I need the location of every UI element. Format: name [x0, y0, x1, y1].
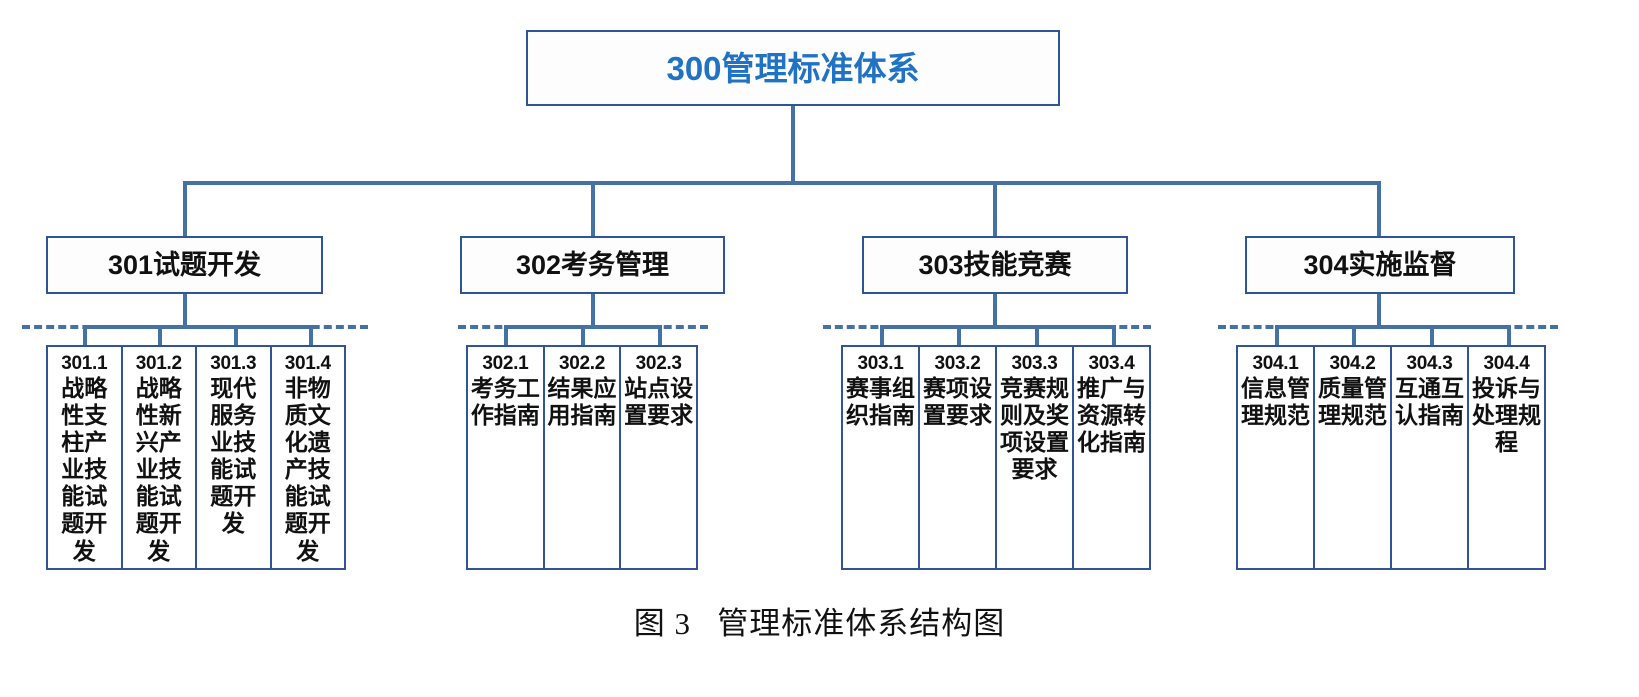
leaf-code-301-1: 301.1	[61, 353, 108, 374]
leaf-name-301-4: 非物质文化遗产技能试题开发	[284, 374, 331, 564]
branch-drop-connector-302	[591, 181, 595, 238]
leaf-code-303-2: 303.2	[934, 353, 981, 374]
leaf-node-303-1[interactable]: 303.1 赛事组织指南	[843, 347, 918, 568]
branch-node-301[interactable]: 301试题开发	[46, 236, 323, 294]
leaf-drop-connector-304-2	[1352, 325, 1356, 347]
leaf-node-301-1[interactable]: 301.1 战略性支柱产业技能试题开发	[48, 347, 121, 568]
branch-node-label-301: 301试题开发	[107, 249, 262, 280]
leaf-node-301-3[interactable]: 301.3 现代服务业技能试题开发	[195, 347, 270, 568]
leaf-drop-connector-303-3	[1035, 325, 1039, 347]
leaf-drop-connector-304-4	[1507, 325, 1511, 347]
leaf-name-301-3: 现代服务业技能试题开发	[210, 374, 257, 537]
leaf-name-302-3: 站点设置要求	[624, 374, 694, 428]
branch-node-label-302: 302考务管理	[515, 249, 670, 280]
root-node-label: 300管理标准体系	[666, 49, 920, 87]
leaf-drop-connector-304-3	[1430, 325, 1434, 347]
leaf-code-304-1: 304.1	[1252, 353, 1299, 374]
figure-caption-number: 图 3	[633, 606, 691, 641]
leaf-drop-connector-301-3	[234, 325, 238, 347]
leaf-drop-connector-303-1	[880, 325, 884, 347]
figure-caption-title: 管理标准体系结构图	[717, 606, 1006, 641]
leaf-group-302: 302.1 考务工作指南 302.2 结果应用指南 302.3 站点设置要求	[466, 345, 698, 570]
root-node-300[interactable]: 300管理标准体系	[526, 30, 1060, 106]
leaf-drop-connector-303-2	[957, 325, 961, 347]
leaf-bus-connector-301	[83, 325, 311, 329]
branch-node-label-303: 303技能竞赛	[918, 249, 1072, 280]
leaf-code-304-2: 304.2	[1329, 353, 1376, 374]
leaf-drop-connector-302-3	[658, 325, 662, 347]
leaf-code-301-2: 301.2	[135, 353, 182, 374]
leaf-name-303-4: 推广与资源转化指南	[1077, 374, 1146, 456]
leaf-name-304-2: 质量管理规范	[1318, 374, 1387, 428]
leaf-group-303: 303.1 赛事组织指南 303.2 赛项设置要求 303.3 竞赛规则及奖项设…	[841, 345, 1151, 570]
leaf-code-303-1: 303.1	[857, 353, 904, 374]
leaf-name-303-3: 竞赛规则及奖项设置要求	[1000, 374, 1069, 483]
leaf-node-302-1[interactable]: 302.1 考务工作指南	[468, 347, 543, 568]
leaf-name-304-1: 信息管理规范	[1241, 374, 1310, 428]
leaf-code-302-2: 302.2	[558, 353, 606, 374]
leaf-group-304: 304.1 信息管理规范 304.2 质量管理规范 304.3 互通互认指南 3…	[1236, 345, 1546, 570]
leaf-node-303-3[interactable]: 303.3 竞赛规则及奖项设置要求	[995, 347, 1072, 568]
child-stem-connector-302	[591, 294, 595, 327]
leaf-drop-connector-303-4	[1112, 325, 1116, 347]
leaf-drop-connector-302-1	[504, 325, 508, 347]
leaf-node-304-4[interactable]: 304.4 投诉与处理规程	[1467, 347, 1544, 568]
leaf-node-303-4[interactable]: 303.4 推广与资源转化指南	[1072, 347, 1149, 568]
leaf-drop-connector-301-1	[83, 325, 87, 347]
branch-node-label-304: 304实施监督	[1303, 249, 1457, 280]
child-stem-connector-303	[993, 294, 997, 327]
figure-caption-gap	[691, 606, 717, 641]
leaf-name-301-1: 战略性支柱产业技能试题开发	[61, 374, 108, 564]
main-bus-connector	[183, 181, 1381, 185]
leaf-code-302-1: 302.1	[482, 353, 529, 374]
leaf-node-301-4[interactable]: 301.4 非物质文化遗产技能试题开发	[269, 347, 345, 568]
leaf-code-303-3: 303.3	[1011, 353, 1058, 374]
leaf-group-301: 301.1 战略性支柱产业技能试题开发 301.2 战略性新兴产业技能试题开发 …	[46, 345, 346, 570]
branch-node-302[interactable]: 302考务管理	[460, 236, 725, 294]
leaf-name-304-3: 互通互认指南	[1395, 374, 1464, 428]
child-stem-connector-301	[183, 294, 187, 327]
figure-caption: 图 3 管理标准体系结构图	[0, 598, 1639, 643]
leaf-code-304-3: 304.3	[1406, 353, 1453, 374]
leaf-drop-connector-304-1	[1275, 325, 1279, 347]
branch-node-304[interactable]: 304实施监督	[1245, 236, 1515, 294]
leaf-code-302-3: 302.3	[635, 353, 682, 374]
leaf-bus-connector-303	[880, 325, 1112, 329]
leaf-drop-connector-302-2	[581, 325, 585, 347]
leaf-code-303-4: 303.4	[1088, 353, 1135, 374]
leaf-drop-connector-301-4	[309, 325, 313, 347]
branch-drop-connector-301	[183, 181, 187, 238]
leaf-name-301-2: 战略性新兴产业技能试题开发	[135, 374, 182, 564]
leaf-code-301-3: 301.3	[210, 353, 257, 374]
leaf-node-303-2[interactable]: 303.2 赛项设置要求	[918, 347, 995, 568]
leaf-node-304-2[interactable]: 304.2 质量管理规范	[1313, 347, 1390, 568]
root-stem-connector	[791, 106, 795, 183]
leaf-code-301-4: 301.4	[284, 353, 331, 374]
leaf-code-304-4: 304.4	[1483, 353, 1530, 374]
leaf-node-302-2[interactable]: 302.2 结果应用指南	[542, 347, 620, 568]
leaf-drop-connector-301-2	[158, 325, 162, 347]
leaf-node-304-3[interactable]: 304.3 互通互认指南	[1390, 347, 1467, 568]
child-stem-connector-304	[1377, 294, 1381, 327]
leaf-name-302-2: 结果应用指南	[547, 374, 617, 428]
branch-node-303[interactable]: 303技能竞赛	[862, 236, 1128, 294]
leaf-node-302-3[interactable]: 302.3 站点设置要求	[619, 347, 696, 568]
leaf-node-304-1[interactable]: 304.1 信息管理规范	[1238, 347, 1313, 568]
leaf-name-304-4: 投诉与处理规程	[1472, 374, 1541, 456]
leaf-bus-connector-304	[1275, 325, 1507, 329]
leaf-name-303-1: 赛事组织指南	[846, 374, 915, 428]
branch-drop-connector-304	[1377, 181, 1381, 238]
leaf-node-301-2[interactable]: 301.2 战略性新兴产业技能试题开发	[120, 347, 196, 568]
leaf-name-303-2: 赛项设置要求	[923, 374, 992, 428]
branch-drop-connector-303	[993, 181, 997, 238]
leaf-name-302-1: 考务工作指南	[470, 374, 540, 428]
